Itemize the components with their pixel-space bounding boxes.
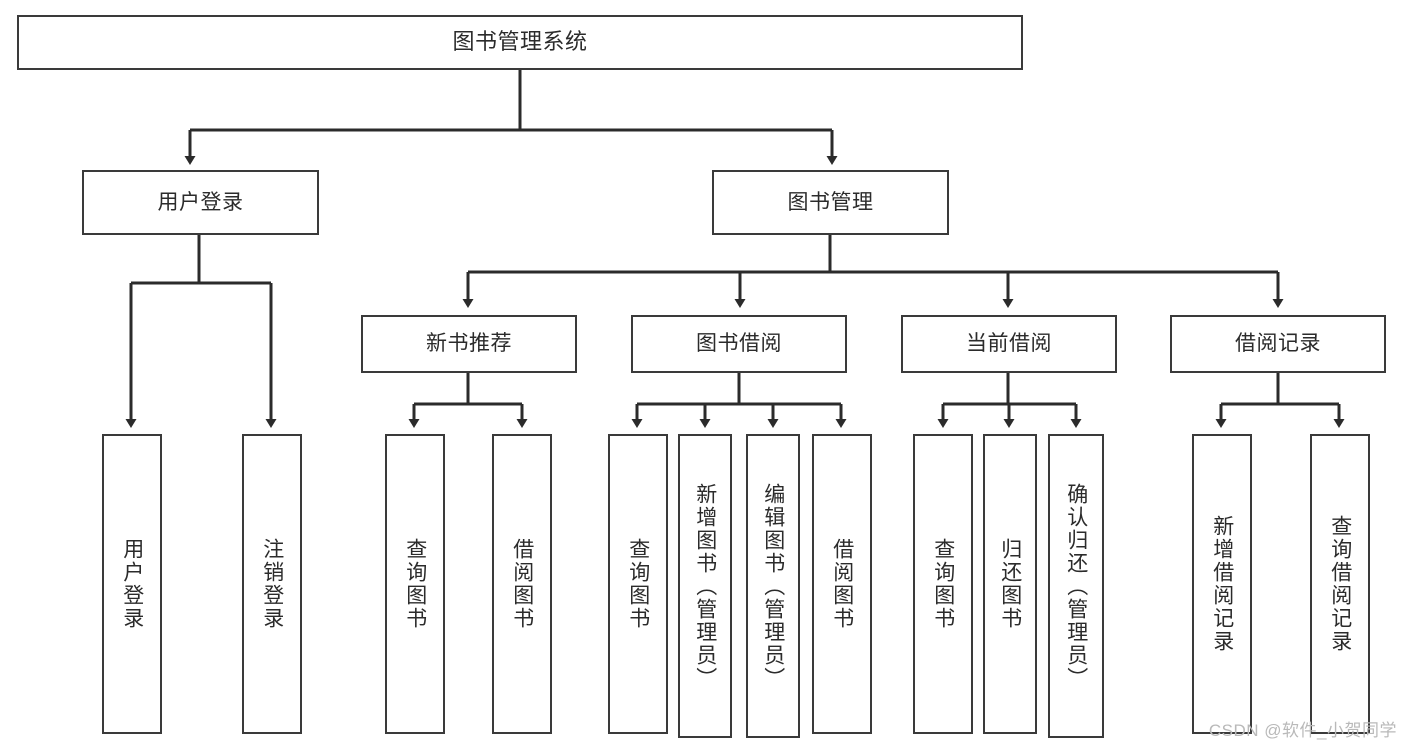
node-leaf-user-login[interactable]: 用户登录 [102,434,162,734]
node-user-login[interactable]: 用户登录 [82,170,319,235]
node-label: 新增图书（管理员） [693,482,717,690]
node-label: 归还图书 [998,538,1022,630]
node-leaf-query-book-2[interactable]: 查询图书 [608,434,668,734]
node-label: 用户登录 [120,538,144,630]
node-book-manage[interactable]: 图书管理 [712,170,949,235]
node-label: 编辑图书（管理员） [761,482,785,690]
node-leaf-add-record[interactable]: 新增借阅记录 [1192,434,1252,734]
watermark-text: CSDN @软件_小贺同学 [1208,721,1397,740]
node-label: 借阅图书 [830,538,854,630]
node-book-borrow[interactable]: 图书借阅 [631,315,847,373]
node-label: 借阅图书 [510,538,534,630]
node-borrow-record[interactable]: 借阅记录 [1170,315,1386,373]
node-label: 当前借阅 [966,332,1052,356]
node-leaf-query-book-3[interactable]: 查询图书 [913,434,973,734]
node-label: 借阅记录 [1235,332,1321,356]
node-label: 新书推荐 [426,332,512,356]
node-leaf-confirm-return[interactable]: 确认归还（管理员） [1048,434,1104,738]
node-leaf-edit-book[interactable]: 编辑图书（管理员） [746,434,800,738]
node-new-book-recommend[interactable]: 新书推荐 [361,315,577,373]
node-leaf-borrow-book-2[interactable]: 借阅图书 [812,434,872,734]
node-label: 确认归还（管理员） [1064,482,1088,690]
node-root-system[interactable]: 图书管理系统 [17,15,1023,70]
node-leaf-return-book[interactable]: 归还图书 [983,434,1037,734]
node-leaf-borrow-book-1[interactable]: 借阅图书 [492,434,552,734]
node-label: 图书管理系统 [452,29,588,55]
node-label: 用户登录 [157,190,244,214]
node-label: 查询借阅记录 [1328,515,1352,653]
node-label: 图书借阅 [696,332,782,356]
node-label: 图书管理 [787,190,874,214]
node-label: 查询图书 [626,538,650,630]
node-leaf-add-book[interactable]: 新增图书（管理员） [678,434,732,738]
node-current-borrow[interactable]: 当前借阅 [901,315,1117,373]
node-leaf-query-book-1[interactable]: 查询图书 [385,434,445,734]
node-label: 注销登录 [260,538,284,630]
node-label: 查询图书 [931,538,955,630]
node-leaf-logout[interactable]: 注销登录 [242,434,302,734]
node-leaf-query-record[interactable]: 查询借阅记录 [1310,434,1370,734]
node-label: 新增借阅记录 [1210,515,1234,653]
node-label: 查询图书 [403,538,427,630]
